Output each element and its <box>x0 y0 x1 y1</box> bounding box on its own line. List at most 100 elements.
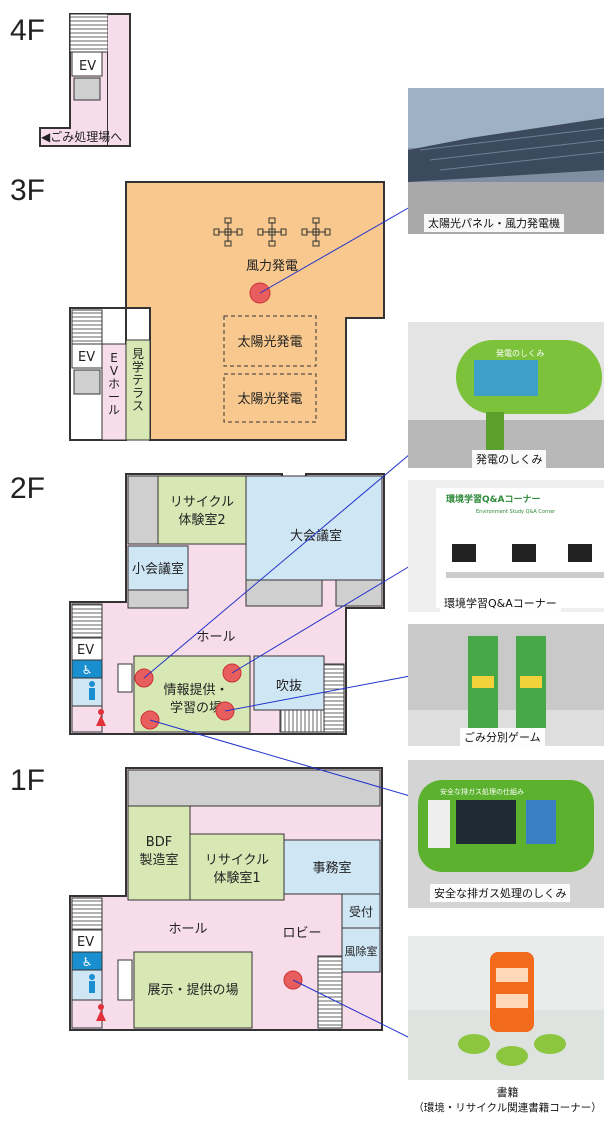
floor2-atrium-stairs <box>279 709 325 733</box>
floor-label-4f: 4F <box>10 14 45 47</box>
photo-power-stand <box>486 412 504 450</box>
photo-game-kiosk-2-screen <box>520 676 542 688</box>
room-recycle-1 <box>189 833 285 901</box>
photo-qa-monitor-1 <box>452 544 476 562</box>
room-bdf-l2: 製造室 <box>139 852 178 868</box>
room-exhibit-label: 展示・提供の場 <box>147 982 238 998</box>
floor-label-1f: 1F <box>10 764 45 797</box>
caption-solar-panel: 太陽光パネル・風力発電機 <box>424 214 564 232</box>
room-small-conference <box>127 545 189 591</box>
room-recycle-1-l1: リサイクル <box>205 853 269 868</box>
floor3-ev-hall <box>101 343 127 441</box>
room-large-conference <box>245 475 383 581</box>
photo-books <box>408 936 604 1080</box>
room-bdf-l1: BDF <box>146 835 172 850</box>
solar-area-1 <box>223 315 317 367</box>
photo-power-mechanism: 発電のしくみ <box>408 322 604 468</box>
floor4-shaft <box>73 77 101 101</box>
floor4-ev-box <box>71 51 103 77</box>
room-large-conference-label: 大会議室 <box>290 528 342 544</box>
photo-game-wall <box>408 624 604 710</box>
room-info-l1: 情報提供・ <box>163 682 228 698</box>
photo-solar-panel-lines <box>419 127 605 171</box>
floor2-gray-3 <box>245 579 323 607</box>
room-windbreak-label: 風除室 <box>345 944 378 958</box>
room-recycle-1-l2: 体験室1 <box>213 870 260 886</box>
caption-exhaust: 安全な排ガス処理のしくみ <box>430 884 571 902</box>
floor3-ev-box <box>71 343 103 369</box>
floor2-stairs <box>71 603 103 639</box>
wheelchair-icon: ♿ <box>82 663 93 677</box>
floor2-hall-label: ホール <box>196 630 235 645</box>
floor2-mens-wc <box>71 677 103 707</box>
room-recycle-2 <box>157 475 247 545</box>
floor-label-3f: 3F <box>10 174 45 207</box>
floor1-ev-label: EV <box>77 935 94 950</box>
photo-exhaust-poster <box>428 800 450 848</box>
floor2-gray-1 <box>127 475 159 545</box>
floor3-shaft <box>73 369 101 395</box>
photo-books-slot-1 <box>496 968 528 982</box>
wind-turbine-icon <box>213 217 243 247</box>
connector-lines <box>143 206 411 1039</box>
photo-books-stool-2 <box>496 1046 528 1066</box>
photo-qa-monitor-3 <box>568 544 592 562</box>
line-solar-panel <box>259 206 411 294</box>
photo-qa-corner: 環境学習Q&Aコーナー Environment Study Q&A Corner <box>408 480 604 612</box>
floor-label-2f: 2F <box>10 472 45 505</box>
floor4-trash-label: ◀ごみ処理場へ <box>41 129 122 144</box>
room-reception-label: 受付 <box>349 905 373 919</box>
floor4-hall-area <box>108 13 131 147</box>
female-icon <box>96 709 106 726</box>
caption-books: 書籍 （環境・リサイクル関連書籍コーナー） <box>400 1084 615 1115</box>
wind-turbine-icon <box>301 217 331 247</box>
photo-qa-sign: 環境学習Q&Aコーナー <box>446 493 540 505</box>
floor2-womens-wc <box>71 705 103 733</box>
floor-4: 4F EV E V ホ ー ル ◀ごみ処理場へ <box>10 13 131 147</box>
photo-power-screen <box>474 360 538 396</box>
floor-1: 1F BDF 製造室 リサイクル 体験室1 事務室 受付 ホール ロビー 風除室… <box>10 764 383 1031</box>
wind-turbine-icons <box>213 217 331 247</box>
photo-sort-game <box>408 624 604 746</box>
floor1-mens-wc <box>71 969 103 1001</box>
caption-sort-game: ごみ分別ゲーム <box>460 728 545 746</box>
solar-area-2 <box>223 373 317 423</box>
room-recycle-2-l1: リサイクル <box>170 495 234 510</box>
photo-game-kiosk-1-screen <box>472 676 494 688</box>
room-bdf <box>127 805 191 901</box>
floor3-terrace-label: 見学テラス <box>132 347 144 413</box>
floor4-ev-label: EV <box>79 59 96 74</box>
floor2-ev-label: EV <box>77 643 94 658</box>
photo-qa-monitor-2 <box>512 544 536 562</box>
floor3-solar1-label: 太陽光発電 <box>237 335 302 350</box>
room-small-conference-label: 小会議室 <box>132 561 184 577</box>
photo-qa-sign-sub: Environment Study Q&A Corner <box>476 509 556 515</box>
floor-2: 2F リサイクル 体験室2 大会議室 小会議室 ホール EV ♿ 情報提供・ 学… <box>10 472 385 735</box>
room-info-l2: 学習の場 <box>170 700 222 716</box>
line-qa-corner <box>231 565 411 674</box>
wheelchair-icon: ♿ <box>82 955 93 969</box>
photo-solar-panel <box>408 88 605 234</box>
wind-turbine-icon <box>257 217 287 247</box>
female-icon <box>96 1004 106 1021</box>
line-power-mechanism <box>143 453 411 679</box>
floor1-hall-label: ホール <box>168 922 207 937</box>
floor1-stairs <box>71 897 103 931</box>
photo-exhaust-display <box>526 800 556 844</box>
floor1-partition <box>117 959 133 1001</box>
floor2-gray-4 <box>335 579 383 607</box>
floor1-lobby-label: ロビー <box>282 926 321 941</box>
photo-books-shelf <box>490 952 534 1032</box>
photo-books-slot-2 <box>496 994 528 1008</box>
room-office-label: 事務室 <box>312 860 351 876</box>
room-windbreak <box>341 927 381 973</box>
line-sort-game <box>224 675 411 712</box>
room-exhibit <box>133 951 253 1029</box>
line-exhaust <box>149 719 411 797</box>
photo-books-stool-3 <box>534 1034 566 1054</box>
male-icon <box>89 974 95 993</box>
caption-books-subtitle: （環境・リサイクル関連書籍コーナー） <box>413 1102 602 1114</box>
